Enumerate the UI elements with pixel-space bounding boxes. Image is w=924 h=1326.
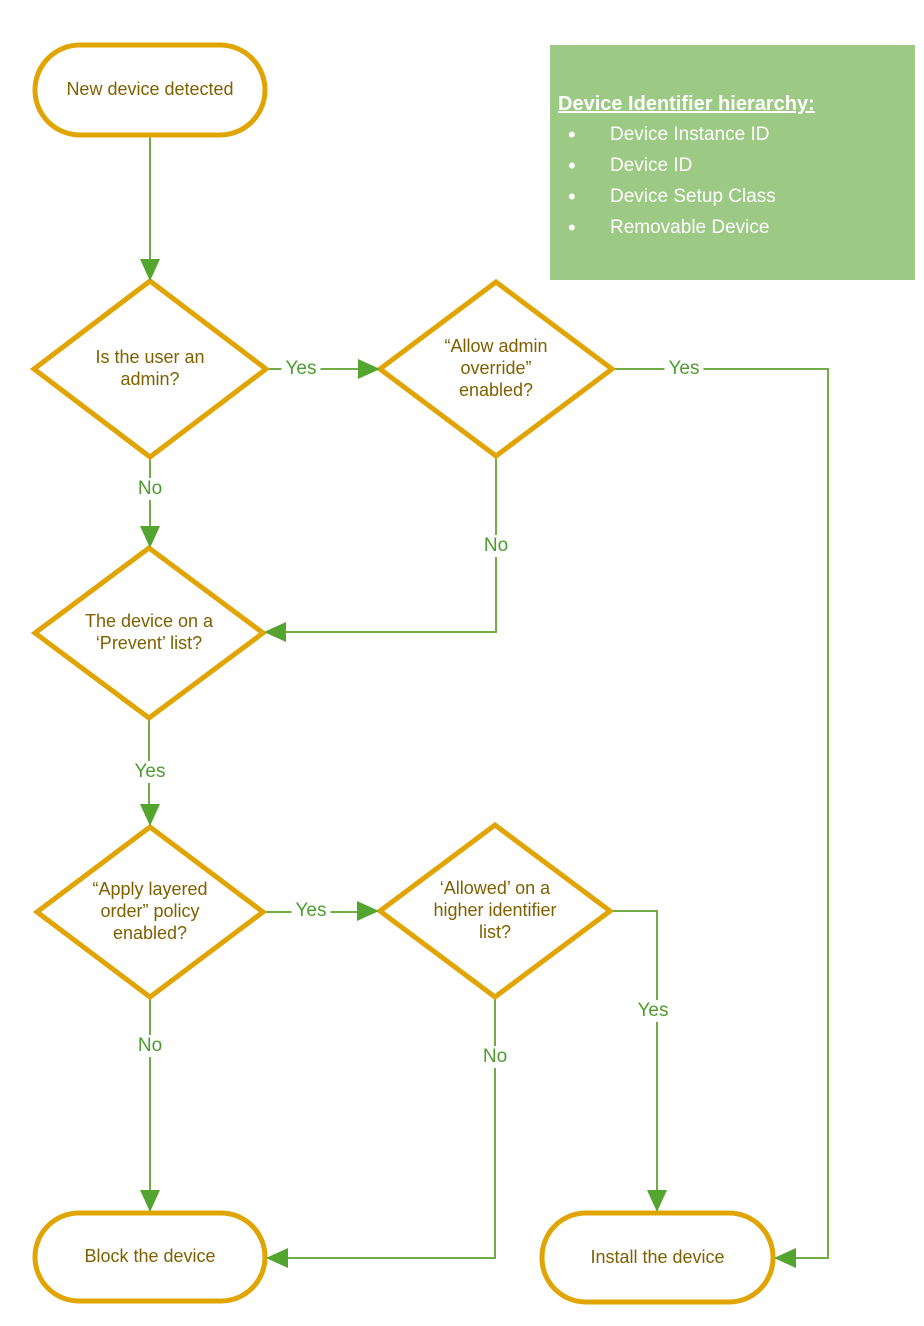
edge-label-prevent-yes: Yes bbox=[130, 761, 170, 783]
info-box-item: Device ID bbox=[558, 153, 905, 179]
arrow-down-icon bbox=[140, 1190, 160, 1212]
allowed-diamond bbox=[375, 821, 615, 1001]
arrow-left-icon bbox=[264, 622, 286, 642]
admin-diamond bbox=[29, 277, 271, 461]
edge-override-yes-install bbox=[612, 368, 829, 1259]
block-node-label: Block the device bbox=[84, 1246, 216, 1267]
info-box-item: Device Setup Class bbox=[558, 184, 905, 210]
arrow-down-icon bbox=[140, 259, 160, 281]
edge-label-layered-no: No bbox=[133, 1035, 167, 1057]
block-terminator bbox=[32, 1210, 268, 1304]
arrow-right-icon bbox=[357, 901, 379, 921]
edge-label-layered-yes: Yes bbox=[291, 900, 331, 922]
info-box-list: Device Instance ID Device ID Device Setu… bbox=[558, 122, 905, 241]
info-box-item: Removable Device bbox=[558, 215, 905, 241]
edge-label-allowed-yes: Yes bbox=[633, 1000, 673, 1022]
arrow-right-icon bbox=[358, 359, 380, 379]
edge-label-override-no: No bbox=[479, 535, 513, 557]
device-identifier-hierarchy-box: Device Identifier hierarchy: Device Inst… bbox=[550, 45, 915, 280]
node-shapes bbox=[29, 42, 776, 1305]
override-node-label: “Allow admin override” enabled? bbox=[444, 336, 548, 400]
info-box-item: Device Instance ID bbox=[558, 122, 905, 148]
arrow-down-icon bbox=[140, 526, 160, 548]
start-terminator bbox=[32, 42, 268, 138]
prevent-node-label: The device on a ‘Prevent’ list? bbox=[84, 611, 214, 653]
arrow-left-icon bbox=[266, 1248, 288, 1268]
arrow-down-icon bbox=[140, 804, 160, 826]
edge-label-admin-yes: Yes bbox=[281, 358, 321, 380]
install-node-label: Install the device bbox=[590, 1246, 725, 1267]
arrow-left-icon bbox=[774, 1248, 796, 1268]
edge-label-allowed-no: No bbox=[478, 1046, 512, 1068]
layered-diamond bbox=[32, 823, 268, 1001]
start-node-label: New device detected bbox=[66, 79, 234, 100]
override-diamond bbox=[375, 278, 617, 460]
edge-allowed-yes-install bbox=[610, 910, 658, 1206]
edge-label-override-yes: Yes bbox=[664, 358, 704, 380]
prevent-diamond bbox=[30, 544, 268, 722]
info-box-title: Device Identifier hierarchy: bbox=[558, 93, 815, 115]
admin-node-label: Is the user an admin? bbox=[95, 347, 205, 389]
install-terminator bbox=[539, 1210, 776, 1305]
edge-allowed-no-block bbox=[273, 997, 496, 1259]
arrow-down-icon bbox=[647, 1190, 667, 1212]
arrowheads bbox=[140, 259, 796, 1268]
layered-node-label: “Apply layered order” policy enabled? bbox=[92, 879, 208, 943]
edge-override-no-prevent bbox=[272, 456, 497, 633]
edge-label-admin-no: No bbox=[133, 478, 167, 500]
allowed-node-label: ‘Allowed’ on a higher identifier list? bbox=[433, 878, 557, 942]
